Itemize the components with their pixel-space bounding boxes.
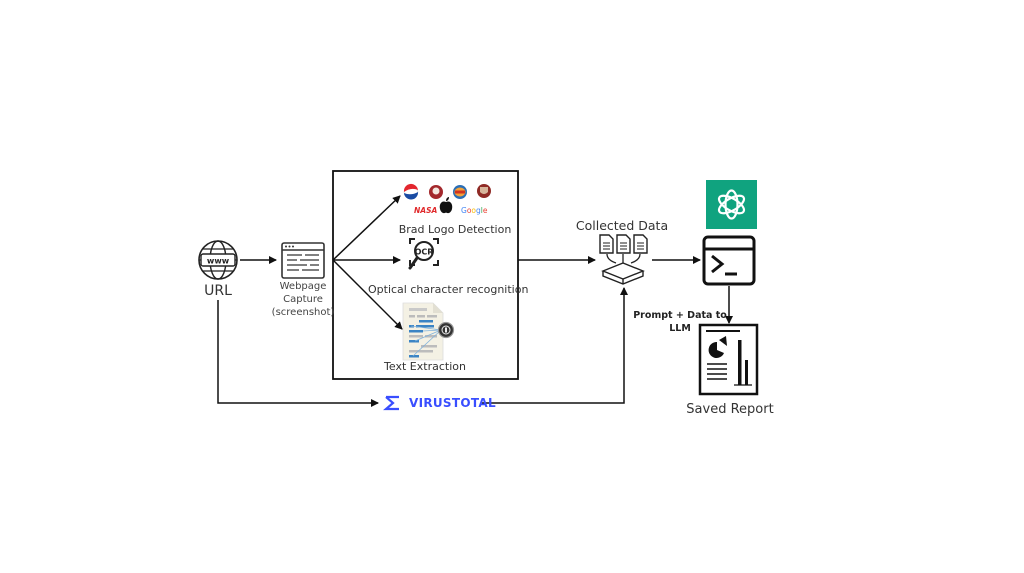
webpage-capture-label: Webpage Capture (screenshot) bbox=[262, 280, 344, 319]
terminal-icon bbox=[702, 235, 756, 286]
burger-king-logo-icon bbox=[453, 185, 467, 199]
capture-label-line-3: (screenshot) bbox=[271, 307, 335, 318]
brand-logos-icon: NASA Google bbox=[403, 183, 491, 215]
edge-capture-logo bbox=[332, 195, 401, 261]
nasa-logo-icon: NASA bbox=[414, 206, 437, 215]
virustotal-sigma-icon bbox=[383, 395, 399, 411]
openai-logo-icon bbox=[706, 180, 757, 229]
report-document-icon bbox=[698, 323, 759, 396]
saved-report-label: Saved Report bbox=[686, 402, 774, 417]
harvard-logo-icon bbox=[477, 184, 491, 198]
svg-text:www: www bbox=[207, 257, 230, 266]
edge-url-virustotal bbox=[217, 300, 379, 407]
logo-detection-label: Brad Logo Detection bbox=[398, 223, 512, 236]
processing-box bbox=[332, 170, 519, 380]
capture-label-line-2: Capture bbox=[283, 294, 323, 305]
collected-data-label: Collected Data bbox=[575, 218, 669, 233]
virustotal-label: VIRUSTOTAL bbox=[409, 396, 496, 410]
apple-logo-icon bbox=[439, 197, 453, 214]
svg-text:OCR: OCR bbox=[415, 248, 434, 257]
prompt-edge-label: Prompt + Data to LLM bbox=[630, 309, 730, 335]
pepsi-logo-icon bbox=[403, 183, 419, 200]
globe-www-icon: www bbox=[198, 240, 238, 280]
ocr-label: Optical character recognition bbox=[368, 283, 529, 296]
edge-virustotal-collected bbox=[482, 287, 628, 404]
prompt-label-line-2: LLM bbox=[669, 323, 691, 334]
browser-window-icon bbox=[281, 242, 325, 279]
url-label: URL bbox=[204, 283, 232, 299]
edge-capture-text bbox=[332, 259, 403, 330]
google-logo-icon: Google bbox=[461, 206, 488, 215]
ocr-magnifier-icon: OCR bbox=[408, 238, 439, 270]
kfc-logo-icon bbox=[429, 185, 443, 199]
document-extraction-icon bbox=[402, 302, 455, 361]
capture-label-line-1: Webpage bbox=[279, 281, 327, 292]
text-extraction-label: Text Extraction bbox=[384, 360, 466, 373]
data-merge-icon bbox=[599, 234, 648, 285]
prompt-label-line-1: Prompt + Data to bbox=[633, 310, 727, 321]
